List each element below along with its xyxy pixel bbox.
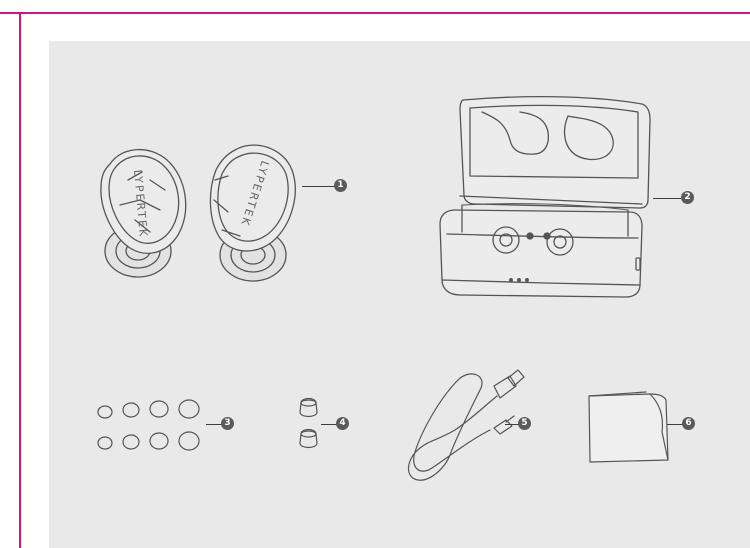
callout-2-leader	[653, 198, 681, 199]
callout-4-badge: 4	[336, 417, 349, 430]
callout-4-leader	[321, 424, 337, 425]
callout-3-leader	[206, 424, 222, 425]
callout-5-leader	[505, 424, 519, 425]
foam-ear-tips	[300, 399, 317, 448]
callout-2-badge: 2	[681, 191, 694, 204]
usb-cable	[408, 370, 524, 480]
callout-3-badge: 3	[221, 417, 234, 430]
callout-1-badge: 1	[334, 179, 347, 192]
silicone-ear-tips	[98, 400, 199, 450]
callout-1-leader	[302, 186, 334, 187]
callout-5-badge: 5	[518, 417, 531, 430]
cleaning-cloth	[589, 392, 668, 462]
callout-6-leader	[667, 424, 683, 425]
callout-6-badge: 6	[682, 417, 695, 430]
charging-case	[440, 97, 650, 297]
